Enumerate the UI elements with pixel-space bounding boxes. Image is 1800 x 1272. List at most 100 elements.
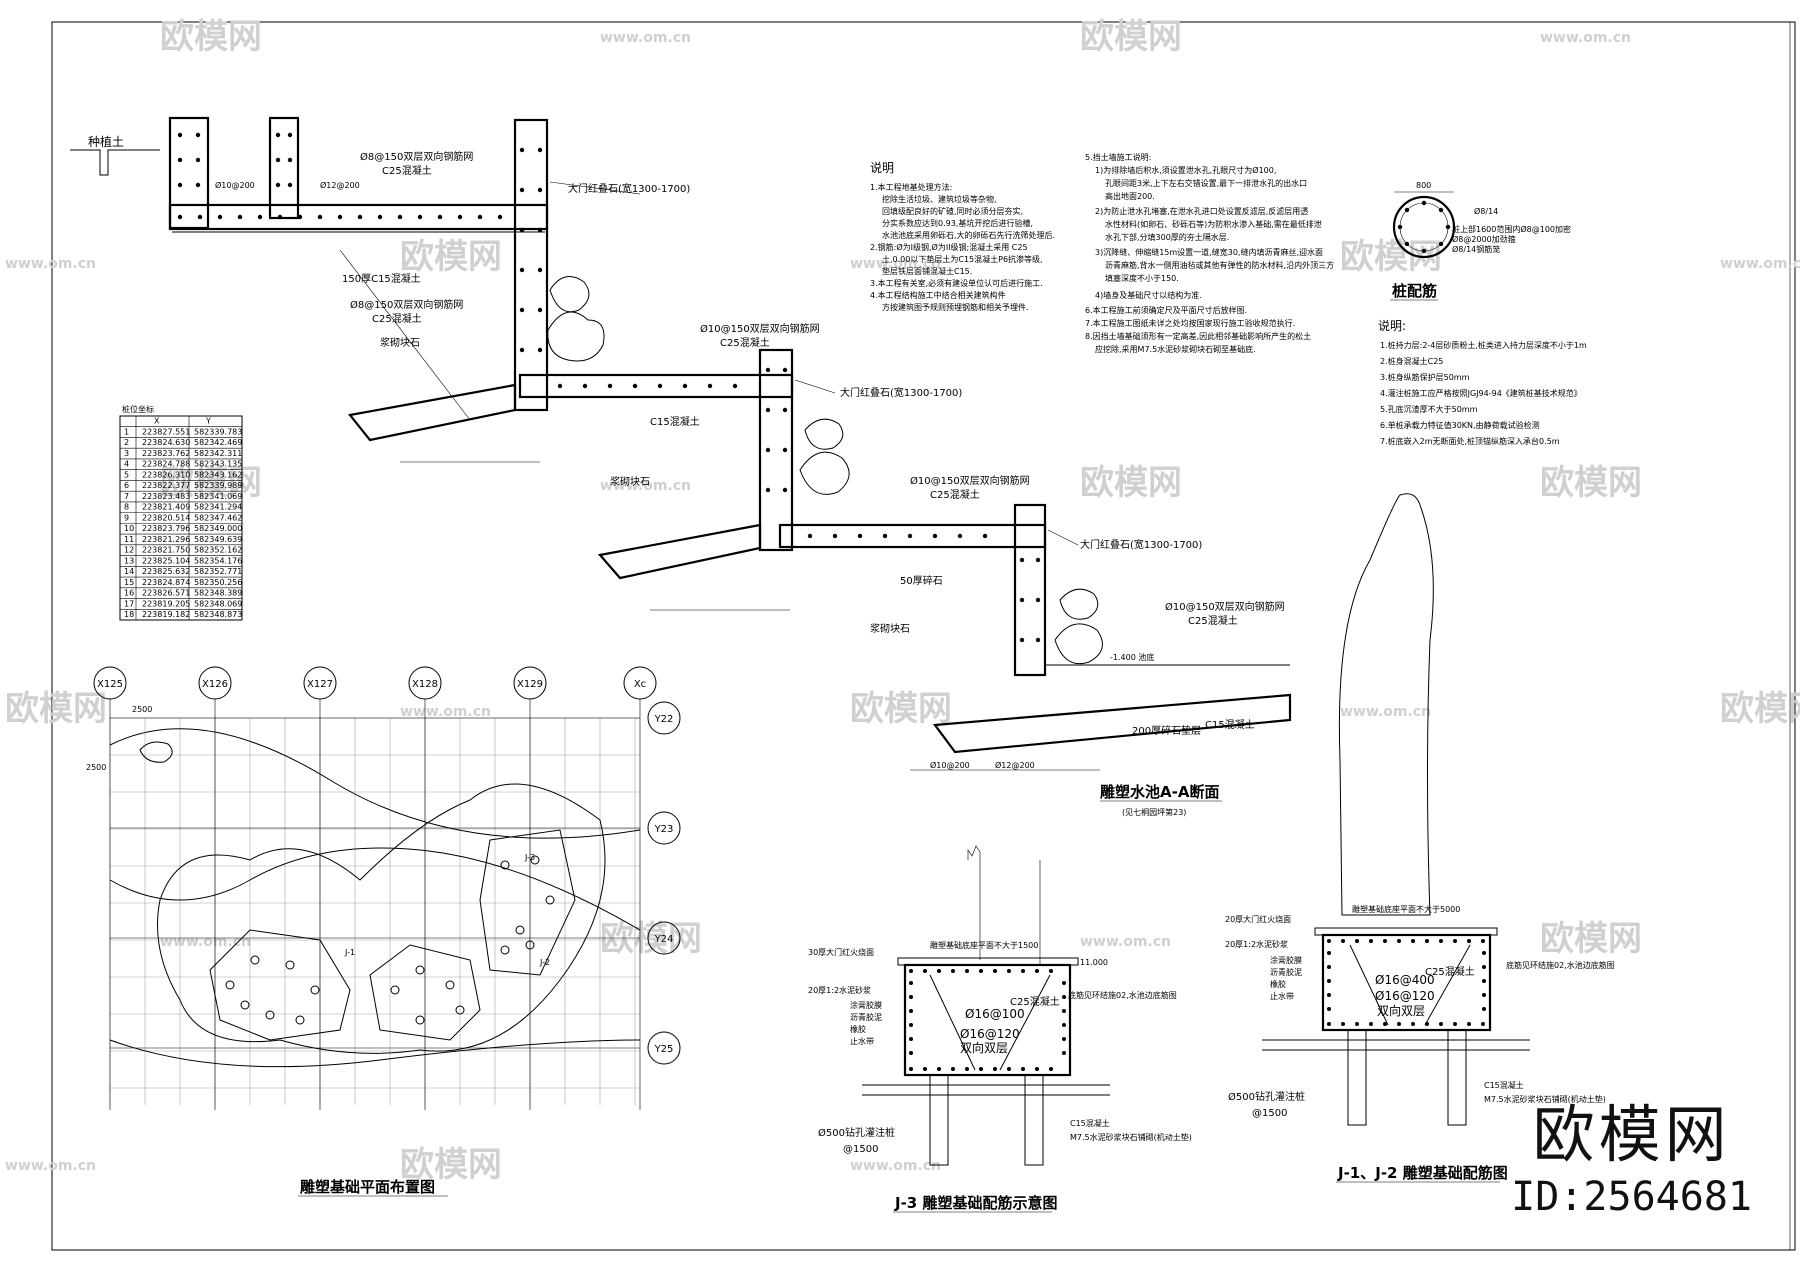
pool-outline	[157, 783, 606, 1054]
coord-table-cell: 223820.514	[142, 513, 190, 522]
planting-soil-label: 种植土	[88, 134, 124, 149]
c25-label-3: C25混凝土	[720, 336, 770, 349]
j12-label-gravel: M7.5水泥砂浆块石铺砌(机动土垫)	[1484, 1094, 1606, 1104]
pile-label-a: 桩上部1600范围内Ø8@100加密	[1452, 224, 1571, 234]
coord-table-cell: 223825.632	[142, 567, 190, 576]
watermark-brand: 欧模网	[1720, 689, 1800, 729]
mesh-label-4: Ø10@150双层双向钢筋网	[910, 474, 1030, 487]
terrain-line	[109, 847, 641, 931]
pile-note: 4.灌注桩施工应严格按照JGJ94-94《建筑桩基技术规范》	[1380, 388, 1582, 398]
rebar-dots-tier2	[557, 367, 788, 493]
j3-label-top1: 30厚大门红火烧面	[808, 947, 874, 957]
coord-table-cell: 582350.256	[194, 578, 242, 587]
pile-label-c: Ø8/14钢筋笼	[1452, 244, 1500, 254]
j12-label-w1: 涂膏胶膜	[1270, 955, 1302, 965]
coord-table-cell: 1	[124, 427, 129, 436]
foundation-j2	[369, 944, 481, 1041]
coord-table-cell: 582342.311	[194, 449, 242, 458]
note-line: 水池池底采用卵砾石,大的卵砾石先行洗筛处理后.	[882, 230, 1055, 240]
rock	[139, 741, 173, 763]
grid-row-label: Y22	[654, 714, 674, 725]
note-line: 土,0.00以下垫层土为C15混凝土P6抗渗等级,	[882, 254, 1043, 264]
coord-table-frame	[119, 415, 243, 621]
coord-table-cell: 582342.469	[194, 438, 242, 447]
j3-detail: 30厚大门红火烧面 雕塑基础底座平面不大于1500 11.000 20厚1:2水…	[808, 845, 1192, 1213]
watermark-domain: www.om.cn	[850, 256, 941, 272]
note-line: 1)为排除墙后积水,须设置泄水孔,孔眼尺寸为Ø100,	[1095, 165, 1276, 175]
rebar-dots-tier3	[807, 533, 1041, 643]
watermark-brand: 欧模网	[1540, 463, 1642, 503]
j3-label-w1: 涂膏胶膜	[850, 1000, 882, 1010]
j3-label-gravel: M7.5水泥砂浆块石铺砌(机动土垫)	[1070, 1132, 1192, 1142]
terrain-line	[109, 1039, 641, 1068]
note-line: 水孔下部,分填300厚的夯土隔水层.	[1105, 232, 1229, 242]
plan-piles	[225, 855, 555, 1025]
coord-table-cell: 582347.462	[194, 513, 242, 522]
grid-row-label: Y24	[654, 934, 674, 945]
c15-label-3: C15混凝土	[1205, 718, 1255, 731]
j3-pile	[1024, 1074, 1044, 1166]
plan-j3-label: J-3	[524, 853, 535, 862]
j3-paving	[897, 957, 1079, 966]
grid-row-label: Y23	[654, 824, 674, 835]
j12-pile	[1447, 1029, 1467, 1126]
coord-table-cell: 11	[124, 535, 134, 544]
note-line: 方按建筑图予规则预埋钢筋和相关予埋件.	[882, 302, 1029, 312]
coord-table-cell: 582341.294	[194, 503, 242, 512]
c15-label-2: C15混凝土	[650, 415, 700, 428]
foundation-j3	[479, 829, 576, 976]
c25-label-4: C25混凝土	[930, 488, 980, 501]
coord-table-cell: 223823.762	[142, 449, 190, 458]
tier2-footing	[597, 523, 762, 580]
note-line: 3)沉降缝、伸缩缝15m设置一道,缝宽30,缝内填沥青麻丝,迎水面	[1095, 247, 1323, 257]
pile-marker	[500, 860, 510, 870]
pile-marker	[515, 925, 525, 935]
note-line: 应挖除,采用M7.5水泥砂浆砌块石砌至基础底.	[1095, 344, 1256, 354]
j12-rebar-dots	[1327, 939, 1486, 1026]
j3-rebar-dots	[909, 969, 1066, 1071]
leader	[1047, 529, 1079, 546]
watermark-domain: www.om.cn	[1340, 704, 1431, 720]
coord-table-cell: 223821.409	[142, 503, 190, 512]
j12-title: J-1、J-2 雕塑基础配筋图	[1337, 1164, 1508, 1182]
j3-pile-label: Ø500钻孔灌注桩	[818, 1126, 895, 1139]
watermark-brand: 欧模网	[5, 689, 107, 729]
coord-table-cell: 18	[124, 610, 134, 619]
note-line: 2.钢筋:Ø为I级钢,Ø为II级钢;混凝土采用 C25	[870, 242, 1028, 252]
grid-row-label: Y25	[654, 1044, 674, 1055]
c15-label: 150厚C15混凝土	[342, 272, 421, 285]
pile-note: 6.单桩承载力特征值30KN,由静荷载试验检测	[1380, 420, 1540, 430]
pile-notes-title: 说明:	[1378, 318, 1406, 333]
coord-table-cell: 582348.069	[194, 599, 242, 608]
pile-marker	[415, 965, 425, 975]
pile-note: 7.桩底嵌入2m无断面处,桩顶锚纵筋深入承台0.5m	[1380, 436, 1560, 446]
coord-table-cell: 3	[124, 449, 129, 458]
watermark-domain: www.om.cn	[1720, 256, 1800, 272]
j12-rebar-1: Ø16@400	[1375, 973, 1435, 987]
coord-table-header: X	[154, 417, 160, 426]
coord-table-cell: 223824.874	[142, 578, 190, 587]
pile-note: 5.孔底沉渣厚不大于50mm	[1380, 404, 1478, 414]
note-line: 回填级配良好的矿碴,同时必须分层夯实,	[882, 206, 1023, 216]
foundation-j1	[209, 929, 351, 1041]
mesh-label-1: Ø8@150双层双向钢筋网	[360, 150, 473, 163]
tier1-wall-mid	[268, 116, 300, 220]
note-line: 5.挡土墙施工说明:	[1085, 152, 1151, 162]
tier2-wall	[758, 348, 794, 552]
j12-rebar-2: Ø16@120	[1375, 989, 1435, 1003]
coord-table-cell: 12	[124, 546, 134, 555]
note-line: 填塞深度不小于150.	[1105, 273, 1179, 283]
c25-label-1: C25混凝土	[382, 164, 432, 177]
watermark-brand: 欧模网	[1080, 17, 1182, 57]
pile-marker	[445, 980, 455, 990]
coord-table-cell: 582339.989	[194, 481, 242, 490]
coord-table-cell: 223819.205	[142, 599, 190, 608]
tier1-wall-right	[513, 118, 549, 412]
section-aa: 种植土 Ø8@150双层双向钢筋网 C25混凝土 Ø10@200 Ø12@200…	[70, 116, 1292, 817]
note-line: 2)为防止泄水孔堵塞,在泄水孔进口处设置反滤层,反滤层用透	[1095, 206, 1308, 216]
j3-pile	[929, 1074, 949, 1166]
coord-table-cell: 582352.162	[194, 546, 242, 555]
rebar-label: Ø10@200	[930, 760, 970, 770]
notes-title: 说明	[870, 160, 894, 175]
